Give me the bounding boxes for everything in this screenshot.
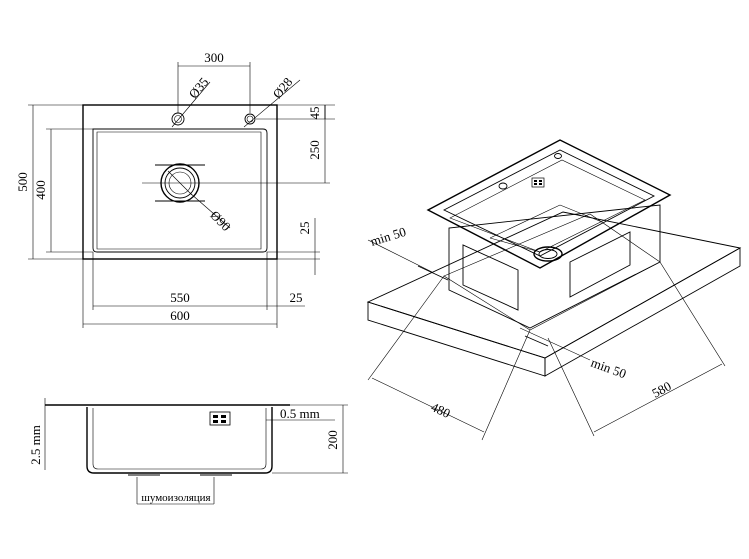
noise-insulation-label: шумоизоляция: [141, 492, 210, 504]
sink-rim-inner: [442, 149, 655, 257]
dim-300: 300: [204, 50, 224, 65]
iso-view: min 50 min 50 480 580: [366, 139, 742, 441]
dim-580: 580: [649, 378, 673, 400]
bowl-body: [448, 204, 661, 329]
drain-diag-line: [167, 170, 193, 196]
dim-min50-top: min 50: [368, 224, 407, 249]
dim-250: 250: [307, 140, 322, 160]
bowl-bottom-edge-2: [559, 204, 603, 223]
tap-hole-28-inner: [246, 115, 254, 123]
sink-rim: [426, 139, 672, 269]
min50-top-line: [367, 239, 433, 273]
countertop-side: [544, 247, 741, 377]
dim-d28: Ø28: [269, 74, 295, 101]
dim-400: 400: [33, 180, 48, 200]
d35-leader: [171, 81, 211, 128]
section-view: 2.5 mm 0.5 mm 200 шумоизоляция: [28, 398, 348, 505]
min50-top-dim: [417, 265, 449, 281]
dim-480-ext-left: [367, 275, 445, 381]
dim-480-line: [371, 377, 485, 433]
top-view: 300 Ø35 Ø28 45 250 25 500 400 Ø90: [15, 50, 335, 328]
dim-d35: Ø35: [185, 74, 211, 101]
dim-25-right: 25: [297, 222, 312, 235]
dim-45: 45: [307, 107, 322, 120]
countertop-front: [367, 301, 546, 377]
bowl-side-panel: [569, 231, 631, 298]
iso-drain-inner: [538, 249, 558, 259]
section-bowl: [86, 407, 273, 474]
d90-leader: [189, 192, 231, 229]
iso-logo-mark-1: [534, 180, 537, 182]
brand-logo-mark-2: [221, 415, 226, 418]
countertop-cutout: [443, 213, 661, 331]
dim-550: 550: [170, 290, 190, 305]
sink-outer-outline: [82, 104, 278, 260]
iso-logo-mark-4: [539, 183, 542, 185]
dim-2-5mm: 2.5 mm: [28, 425, 43, 465]
bowl-interior: [449, 159, 646, 253]
brand-logo-mark-4: [221, 420, 226, 423]
iso-drain-outer: [533, 246, 563, 262]
bowl-outline: [92, 128, 268, 253]
tap-hole-35-inner: [174, 115, 182, 123]
iso-brand-logo-icon: [531, 177, 545, 188]
brand-logo-icon: [209, 411, 231, 426]
dim-580-ext-right: [659, 261, 726, 367]
bowl-bottom-edge-3: [489, 237, 541, 253]
bowl-front-panel: [462, 244, 519, 311]
dim-600: 600: [170, 308, 190, 323]
tap-hole-28: [244, 113, 256, 125]
dim-480: 480: [429, 399, 453, 421]
iso-logo-mark-2: [539, 180, 542, 182]
brand-logo-mark-3: [213, 420, 218, 423]
dim-580-ext-left: [547, 337, 595, 437]
dim-25-bottom: 25: [290, 290, 303, 305]
countertop-top: [366, 211, 742, 359]
section-bowl-inner: [92, 408, 267, 470]
iso-tap-hole-2: [554, 153, 562, 159]
min50-bottom-line: [519, 327, 591, 361]
iso-logo-mark-3: [534, 183, 537, 185]
iso-tap-hole-1: [498, 182, 508, 190]
dim-480-ext-right: [481, 329, 531, 441]
bowl-bottom-edge: [489, 204, 561, 239]
min50-bottom-dim: [524, 335, 549, 347]
dim-580-line: [593, 363, 723, 433]
bowl-inner-outline: [96, 131, 262, 250]
dim-0-5mm: 0.5 mm: [280, 406, 320, 421]
dim-200: 200: [325, 430, 340, 450]
dim-min50-bottom: min 50: [589, 355, 628, 382]
dim-500: 500: [15, 172, 30, 192]
d28-leader: [243, 79, 301, 128]
brand-logo-mark-1: [213, 415, 218, 418]
